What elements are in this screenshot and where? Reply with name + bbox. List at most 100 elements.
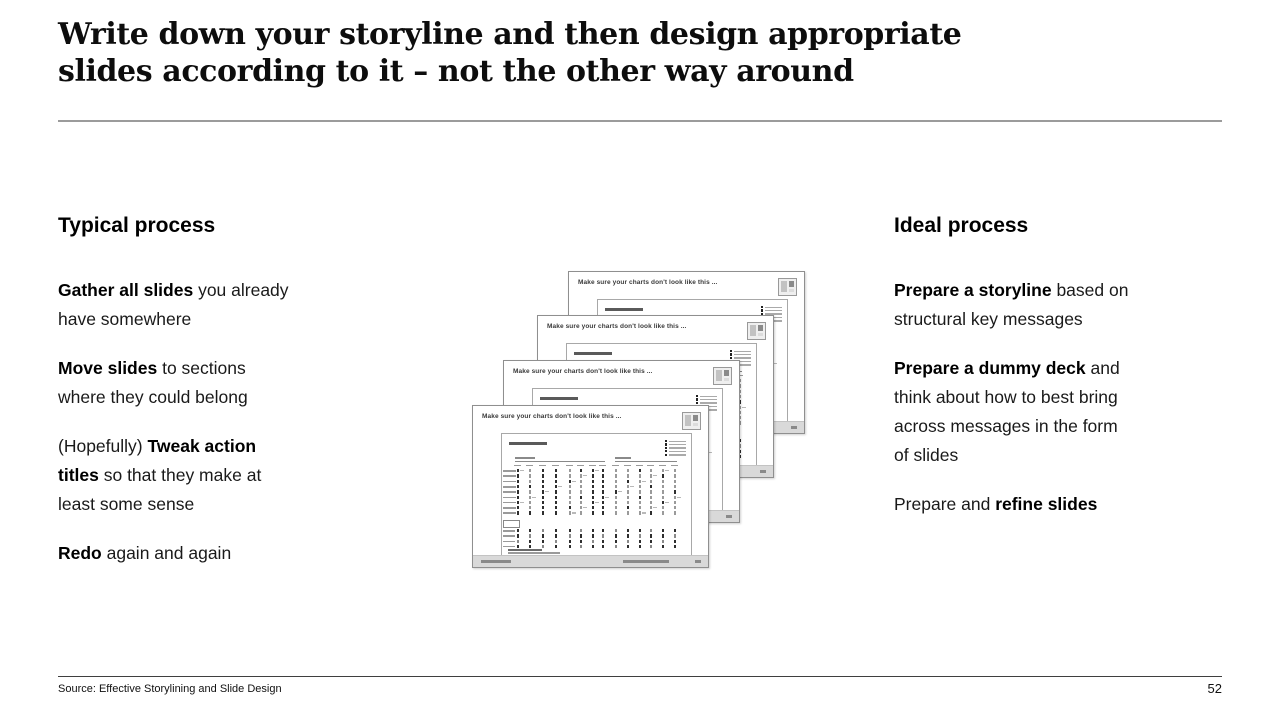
decorative-mark [503, 470, 516, 472]
footer-source: Source: Effective Storylining and Slide … [58, 683, 282, 695]
decorative-mark [517, 490, 519, 494]
decorative-mark [627, 495, 629, 499]
decorative-mark [750, 325, 756, 336]
decorative-mark [580, 539, 582, 543]
decorative-mark [592, 479, 594, 483]
decorative-mark [730, 353, 733, 356]
decorative-mark [739, 449, 741, 453]
decorative-mark [529, 484, 531, 489]
decorative-mark [503, 535, 515, 537]
decorative-mark [674, 544, 676, 549]
decorative-mark [639, 484, 641, 489]
decorative-mark [612, 464, 619, 467]
decorative-mark [696, 401, 699, 404]
decorative-mark [669, 454, 686, 456]
decorative-mark [739, 421, 741, 425]
decorative-mark [517, 506, 519, 510]
decorative-mark [615, 500, 617, 505]
process-paragraph: Redo again and again [58, 543, 232, 563]
decorative-mark [503, 496, 516, 499]
decorative-mark [580, 529, 582, 533]
decorative-mark [569, 490, 571, 494]
decorative-mark [592, 469, 594, 473]
decorative-mark [595, 470, 599, 472]
decorative-mark [602, 484, 604, 489]
decorative-mark [734, 360, 751, 363]
decorative-mark [503, 480, 516, 483]
decorative-mark [662, 544, 664, 549]
decorative-mark [580, 490, 582, 494]
decorative-mark [693, 423, 698, 426]
decorative-mark [639, 490, 641, 494]
decorative-mark [542, 506, 544, 510]
thumbnail-slide-title: Make sure your charts don't look like th… [513, 368, 653, 375]
decorative-mark [574, 352, 612, 355]
decorative-mark [569, 500, 571, 505]
decorative-mark [700, 402, 717, 404]
decorative-mark [761, 309, 764, 312]
decorative-mark [734, 357, 751, 359]
decorative-mark [529, 506, 531, 510]
decorative-mark [529, 511, 531, 515]
decorative-mark [636, 464, 643, 467]
decorative-mark [602, 490, 604, 494]
decorative-mark [592, 534, 594, 538]
decorative-mark [639, 529, 641, 533]
decorative-mark [739, 394, 741, 399]
thumbnail-content-box [501, 433, 692, 556]
decorative-mark [647, 464, 654, 467]
decorative-mark [662, 495, 664, 499]
decorative-mark [592, 544, 594, 549]
decorative-mark [674, 479, 676, 483]
decorative-mark [555, 506, 557, 510]
decorative-mark [674, 534, 676, 538]
decorative-mark [674, 529, 676, 533]
decorative-mark [580, 484, 582, 489]
decorative-mark [724, 370, 729, 376]
decorative-mark [665, 470, 669, 472]
decorative-mark [739, 384, 741, 388]
decorative-mark [639, 479, 641, 483]
decorative-mark [615, 474, 617, 478]
decorative-mark [592, 529, 594, 533]
decorative-mark [761, 306, 764, 309]
decorative-mark [615, 461, 677, 462]
decorative-mark [627, 479, 629, 483]
decorative-mark [674, 511, 676, 515]
decorative-mark [592, 511, 594, 515]
decorative-mark [580, 495, 582, 499]
decorative-mark [639, 495, 641, 499]
page-title-line2: slides according to it – not the other w… [58, 54, 854, 89]
decorative-mark [566, 464, 573, 467]
decorative-mark [526, 464, 533, 467]
typical-process-column: Typical process Gather all slides you al… [58, 212, 428, 588]
decorative-mark [592, 484, 594, 489]
decorative-mark [592, 495, 594, 499]
decorative-mark [758, 333, 763, 336]
decorative-mark [665, 446, 668, 449]
decorative-mark [674, 474, 676, 478]
decorative-mark [583, 475, 587, 477]
decorative-mark [592, 539, 594, 543]
decorative-mark [650, 479, 652, 483]
decorative-mark [517, 479, 519, 483]
decorative-mark [650, 484, 652, 489]
decorative-mark [615, 534, 617, 538]
decorative-mark [515, 461, 605, 462]
decorative-mark [503, 545, 515, 548]
decorative-mark [503, 512, 516, 515]
decorative-mark [781, 281, 787, 292]
decorative-mark [615, 490, 617, 494]
decorative-mark [765, 310, 782, 312]
decorative-mark [529, 534, 531, 538]
decorative-mark [739, 416, 741, 420]
decorative-mark [542, 479, 544, 483]
decorative-mark [627, 511, 629, 515]
decorative-mark [602, 479, 604, 483]
decorative-mark [517, 511, 519, 515]
decorative-mark [503, 540, 515, 543]
decorative-mark [650, 539, 652, 543]
decorative-mark [730, 350, 733, 353]
